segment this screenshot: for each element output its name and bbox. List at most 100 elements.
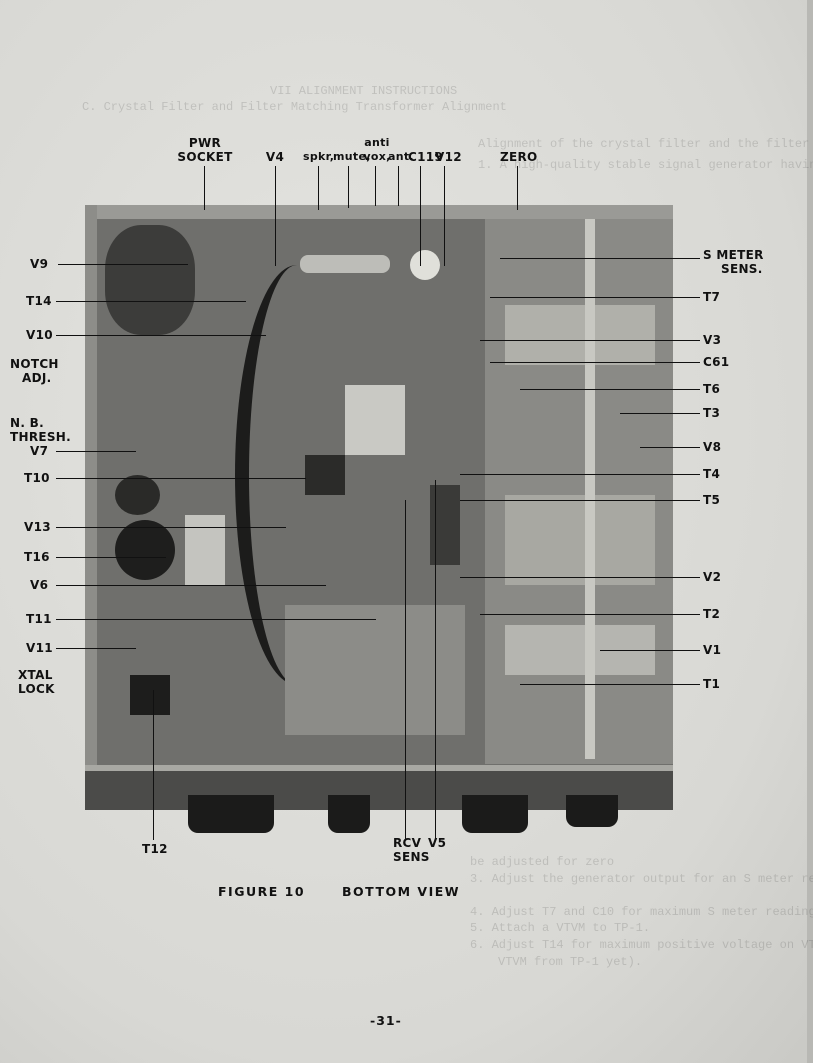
chassis-component	[115, 520, 175, 580]
leader-line	[398, 166, 399, 206]
chassis-component	[85, 205, 673, 219]
bleed-line: 5. Attach a VTVM to TP-1.	[470, 921, 651, 935]
bleed-line: 4. Adjust T7 and C10 for maximum S meter…	[470, 905, 813, 919]
bleed-heading: VII ALIGNMENT INSTRUCTIONS	[270, 84, 458, 98]
leader-line	[56, 301, 246, 302]
leader-line	[275, 166, 276, 266]
label-mute: mute,	[333, 150, 371, 163]
bleed-subheading: C. Crystal Filter and Filter Matching Tr…	[82, 100, 507, 114]
label-v5: V5	[428, 836, 447, 850]
label-spkr: spkr,	[303, 150, 335, 163]
label-t16: T16	[24, 550, 50, 564]
label-t4: T4	[703, 467, 721, 481]
chassis-component	[505, 495, 655, 585]
label-t1: T1	[703, 677, 721, 691]
leader-line	[480, 340, 700, 341]
leader-line	[600, 650, 700, 651]
bleed-line: 3. Adjust the generator output for an S …	[470, 872, 813, 886]
chassis-component	[345, 385, 405, 455]
leader-line	[318, 166, 319, 210]
leader-line	[444, 166, 445, 266]
leader-line	[435, 480, 436, 840]
knob	[188, 795, 274, 833]
chassis-component	[105, 225, 195, 335]
leader-line	[517, 166, 518, 210]
label-t7: T7	[703, 290, 721, 304]
chassis-component	[285, 605, 465, 735]
label-t6: T6	[703, 382, 721, 396]
label-v13: V13	[24, 520, 51, 534]
label-v11: V11	[26, 641, 53, 655]
leader-line	[405, 500, 406, 840]
label-v7: V7	[30, 444, 49, 458]
leader-line	[56, 451, 136, 452]
leader-line	[480, 614, 700, 615]
leader-line	[640, 447, 700, 448]
label-nb-thresh: N. B.THRESH.	[10, 416, 72, 444]
label-v6: V6	[30, 578, 49, 592]
chassis-component	[115, 475, 160, 515]
page-number: -31-	[370, 1013, 402, 1028]
leader-line	[56, 557, 166, 558]
leader-line	[460, 577, 700, 578]
chassis-component	[85, 205, 97, 810]
leader-line	[620, 413, 700, 414]
label-c61: C61	[703, 355, 730, 369]
label-v3: V3	[703, 333, 722, 347]
leader-line	[375, 166, 376, 206]
label-t11: T11	[26, 612, 52, 626]
leader-line	[520, 684, 700, 685]
leader-line	[56, 335, 266, 336]
chassis-photo	[85, 205, 673, 810]
leader-line	[204, 166, 205, 210]
leader-line	[56, 648, 136, 649]
leader-line	[490, 362, 700, 363]
label-zero: ZERO	[500, 150, 538, 164]
figure-number: FIGURE 10	[218, 884, 306, 899]
chassis-component	[505, 305, 655, 365]
knob	[566, 795, 618, 827]
chassis-component	[130, 675, 170, 715]
label-t3: T3	[703, 406, 721, 420]
leader-line	[348, 166, 349, 208]
knob	[462, 795, 528, 833]
leader-line	[490, 297, 700, 298]
leader-line	[153, 690, 154, 840]
chassis-component	[300, 255, 390, 273]
bleed-line: VTVM from TP-1 yet).	[498, 955, 643, 969]
leader-line	[520, 389, 700, 390]
leader-line	[500, 258, 700, 259]
leader-line	[56, 478, 306, 479]
page-edge	[807, 0, 813, 1063]
leader-line	[58, 264, 188, 265]
leader-line	[56, 527, 286, 528]
label-v10: V10	[26, 328, 53, 342]
chassis-component	[485, 219, 673, 764]
label-v2: V2	[703, 570, 722, 584]
label-v9: V9	[30, 257, 49, 271]
label-c119: C119	[408, 150, 444, 164]
label-t5: T5	[703, 493, 721, 507]
leader-line	[460, 474, 700, 475]
label-v12: V12	[435, 150, 462, 164]
label-t10: T10	[24, 471, 50, 485]
chassis-component	[585, 219, 595, 759]
knob	[328, 795, 370, 833]
bleed-line: 1. A high-quality stable signal generato…	[478, 158, 813, 172]
chassis-component	[185, 515, 225, 585]
label-v1: V1	[703, 643, 722, 657]
label-t14: T14	[26, 294, 52, 308]
leader-line	[460, 500, 700, 501]
leader-line	[56, 585, 326, 586]
bleed-line: Alignment of the crystal filter and the …	[478, 137, 813, 151]
leader-line	[420, 166, 421, 266]
leader-line	[56, 619, 376, 620]
bleed-line: 6. Adjust T14 for maximum positive volta…	[470, 938, 813, 952]
label-v8: V8	[703, 440, 722, 454]
